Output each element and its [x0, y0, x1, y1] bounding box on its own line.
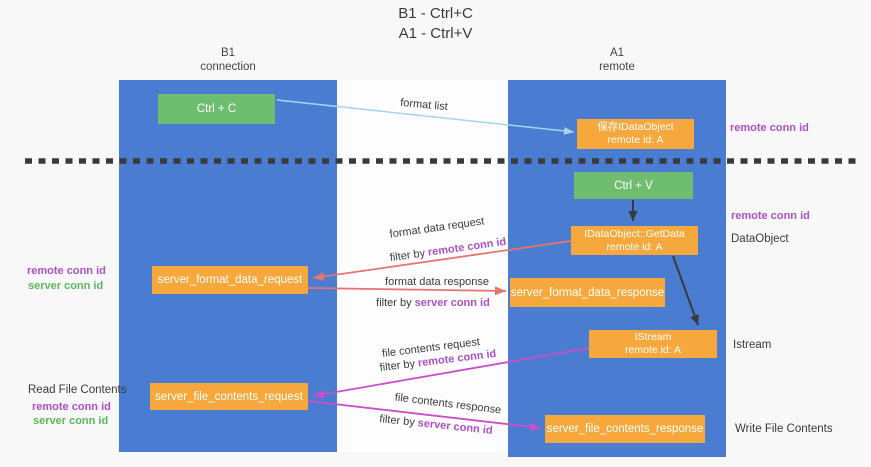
lifeline-b1-role: connection — [200, 61, 256, 73]
lifeline-header-b1: B1 connection — [119, 46, 337, 74]
lifeline-header-a1: A1 remote — [508, 46, 726, 74]
diagram-title: B1 - Ctrl+C A1 - Ctrl+V — [0, 4, 871, 44]
getdata-line2: remote id: A — [606, 240, 663, 253]
ctrl-c-label: Ctrl + C — [196, 103, 237, 115]
server-format-data-request-box: server_format_data_request — [152, 266, 308, 294]
server-conn-id-annotation-left-2: server conn id — [33, 415, 109, 427]
istream-line1: IStream — [634, 331, 672, 343]
read-file-contents-annotation: Read File Contents — [28, 384, 127, 396]
lifeline-a1-role: remote — [599, 61, 635, 73]
server-format-data-response-box: server_format_data_response — [510, 278, 665, 307]
filter-by-text: filter by — [376, 297, 412, 309]
server-file-contents-response-box: server_file_contents_response — [545, 415, 705, 443]
remote-conn-id-annotation-left-2: remote conn id — [32, 401, 111, 413]
title-line-2: A1 - Ctrl+V — [398, 25, 473, 42]
server-conn-id-annotation-left-1: server conn id — [28, 280, 104, 292]
istream-box: IStream remote id: A — [589, 330, 717, 358]
remote-conn-id-annotation-mid: remote conn id — [731, 210, 810, 222]
getdata-line1: IDataObject::GetData — [584, 227, 685, 240]
save-idataobject-box: 保存IDataObject remote id: A — [577, 119, 694, 149]
remote-conn-id-annotation-left-1: remote conn id — [27, 265, 106, 277]
ctrl-c-box: Ctrl + C — [158, 94, 275, 124]
server-file-contents-response-label: server_file_contents_response — [546, 423, 704, 435]
server-file-contents-request-box: server_file_contents_request — [150, 383, 308, 410]
ctrl-v-label: Ctrl + V — [614, 179, 653, 192]
remote-conn-id-annotation-top: remote conn id — [730, 122, 809, 134]
lifeline-b1-name: B1 — [220, 47, 236, 59]
idataobject-getdata-box: IDataObject::GetData remote id: A — [571, 226, 698, 255]
istream-annotation: Istream — [733, 339, 772, 351]
server-format-data-request-label: server_format_data_request — [157, 274, 303, 286]
server-file-contents-request-label: server_file_contents_request — [155, 390, 303, 403]
dataobject-annotation: DataObject — [731, 233, 789, 245]
ctrl-v-box: Ctrl + V — [574, 172, 693, 199]
server-conn-id-text: server conn id — [414, 297, 490, 309]
format-data-response-label: format data response — [385, 276, 489, 288]
server-format-data-response-label: server_format_data_response — [510, 286, 665, 299]
save-idataobject-line1: 保存IDataObject — [597, 121, 674, 133]
istream-line2: remote id: A — [624, 344, 682, 356]
lifeline-a1-name: A1 — [609, 47, 625, 59]
title-line-1: B1 - Ctrl+C — [398, 5, 473, 22]
save-idataobject-line2: remote id: A — [607, 134, 664, 146]
write-file-contents-annotation: Write File Contents — [735, 423, 833, 435]
